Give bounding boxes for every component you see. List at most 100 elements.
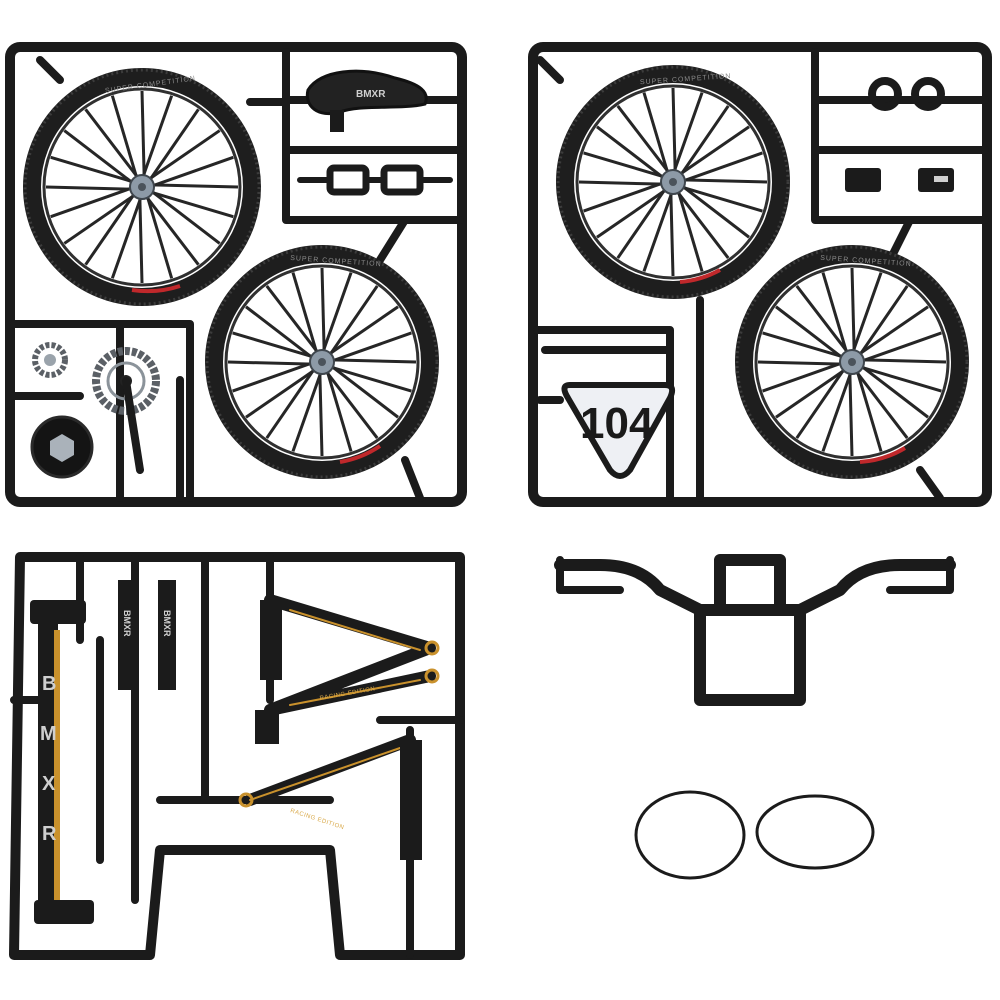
wheel-spoke: [330, 365, 412, 393]
wheel-spoke: [63, 193, 137, 245]
wheel-spoke: [318, 371, 324, 457]
frame-tube-bmxr: B M X R: [30, 600, 94, 924]
number-plate: 104: [561, 382, 676, 479]
frame-letter: X: [42, 773, 56, 795]
sprue-frame-parts: B M X R BMXR BMXR RACING EDITION RACING …: [9, 552, 465, 960]
wheel-spoke: [50, 186, 133, 219]
wheel-spoke: [669, 191, 675, 277]
wheel-spoke: [861, 331, 942, 363]
sprocket-small: [32, 342, 68, 378]
wheel-spoke: [227, 360, 313, 366]
tire-band: [755, 794, 875, 870]
wheel-spoke: [84, 108, 140, 179]
wheel-spoke: [148, 108, 200, 182]
wheel-spoke: [145, 195, 174, 279]
wheel-spoke: [147, 129, 221, 181]
wheel-spoke: [675, 190, 730, 259]
wheel-spoke: [50, 155, 134, 184]
spokes: [45, 90, 239, 284]
wheel-spoke: [328, 285, 379, 357]
wheel-spoke: [857, 305, 929, 356]
wheel-spoke: [616, 187, 667, 259]
wheel-spoke: [110, 95, 139, 179]
wheel-spoke: [850, 267, 856, 353]
wheel-spoke: [330, 364, 399, 419]
wheel-spoke: [858, 285, 909, 357]
seat-part: BMXR: [305, 69, 428, 132]
wheel-spoke: [821, 371, 853, 452]
wheel-front: SUPER COMPETITION: [556, 65, 790, 299]
wheel-spoke: [150, 190, 234, 219]
wheel-spoke: [245, 305, 314, 360]
sprue-frame: [9, 552, 465, 960]
wheel-spoke: [855, 370, 883, 452]
frame-triangle: RACING EDITION RACING EDITION: [238, 594, 440, 860]
wheel-spoke: [860, 364, 929, 419]
wheel-spoke: [144, 195, 200, 266]
wheel-spoke: [265, 285, 320, 354]
wheel-spoke: [578, 180, 664, 186]
clamp-parts: [297, 164, 453, 196]
tire-band: [634, 790, 746, 880]
wheel-spoke: [138, 196, 144, 284]
crank-brand: BMXR: [162, 610, 172, 637]
wheel-spoke: [327, 305, 399, 356]
wheel-spoke: [642, 92, 670, 174]
wheel-spoke: [682, 178, 768, 184]
seat-brand: BMXR: [356, 89, 386, 100]
rim-accent: [339, 444, 382, 464]
wheel-spoke: [642, 191, 674, 272]
wheel-spoke: [151, 183, 239, 189]
edition-label: RACING EDITION: [289, 808, 344, 831]
wheel-spoke: [757, 360, 843, 366]
sprue-frame: [5, 42, 467, 507]
wheel-spoke: [232, 361, 313, 393]
wheel-spoke: [860, 365, 942, 393]
wheel-spoke: [291, 371, 323, 452]
wheel-spoke: [583, 151, 665, 179]
wheel-spoke: [676, 190, 704, 272]
rubber-bands: [634, 790, 875, 880]
wheel-spoke: [775, 368, 847, 419]
wheel-spoke: [291, 272, 319, 354]
frame-letter: R: [42, 823, 57, 845]
wheel-spoke: [320, 267, 326, 353]
washer-parts: [845, 77, 954, 192]
wheel-spoke: [583, 181, 664, 213]
wheel-spoke: [110, 196, 143, 279]
wheel-spoke: [141, 95, 174, 178]
wheel-spoke: [851, 272, 883, 353]
wheel-spoke: [63, 129, 134, 185]
wheel-spoke: [245, 368, 317, 419]
wheel-spoke: [331, 358, 417, 364]
wheel-spoke: [679, 105, 730, 177]
bottom-bracket: [30, 415, 94, 479]
wheel-spoke: [232, 331, 314, 359]
wheel-spoke: [861, 358, 947, 364]
wheel-spoke: [762, 331, 844, 359]
wheel-spoke: [321, 272, 353, 353]
wheel-spoke: [596, 188, 668, 239]
wheel-spoke: [324, 370, 379, 439]
crank-brand: BMXR: [122, 610, 132, 637]
wheel-spoke: [795, 367, 846, 439]
crank-arms: BMXR BMXR: [118, 580, 176, 690]
wheel-spoke: [762, 361, 843, 393]
wheel-front: SUPER COMPETITION: [23, 68, 261, 306]
wheel-spoke: [151, 155, 234, 188]
sprue-wheels-right: SUPER COMPETITION SUPER COMPETITION 104: [528, 42, 992, 507]
rim-accent: [859, 446, 907, 464]
rim-accent: [131, 284, 181, 294]
wheel-spoke: [45, 185, 133, 191]
wheel-spoke: [265, 367, 316, 439]
wheel-spoke: [325, 370, 353, 452]
wheel-spoke: [678, 125, 750, 176]
wheel-spoke: [150, 189, 221, 245]
wheel-spoke: [616, 105, 671, 174]
sprue-frame: [528, 42, 992, 507]
wheel-spoke: [848, 371, 854, 457]
wheel-spoke: [681, 184, 750, 239]
wheel-spoke: [672, 92, 704, 173]
wheel-spoke: [331, 331, 412, 363]
